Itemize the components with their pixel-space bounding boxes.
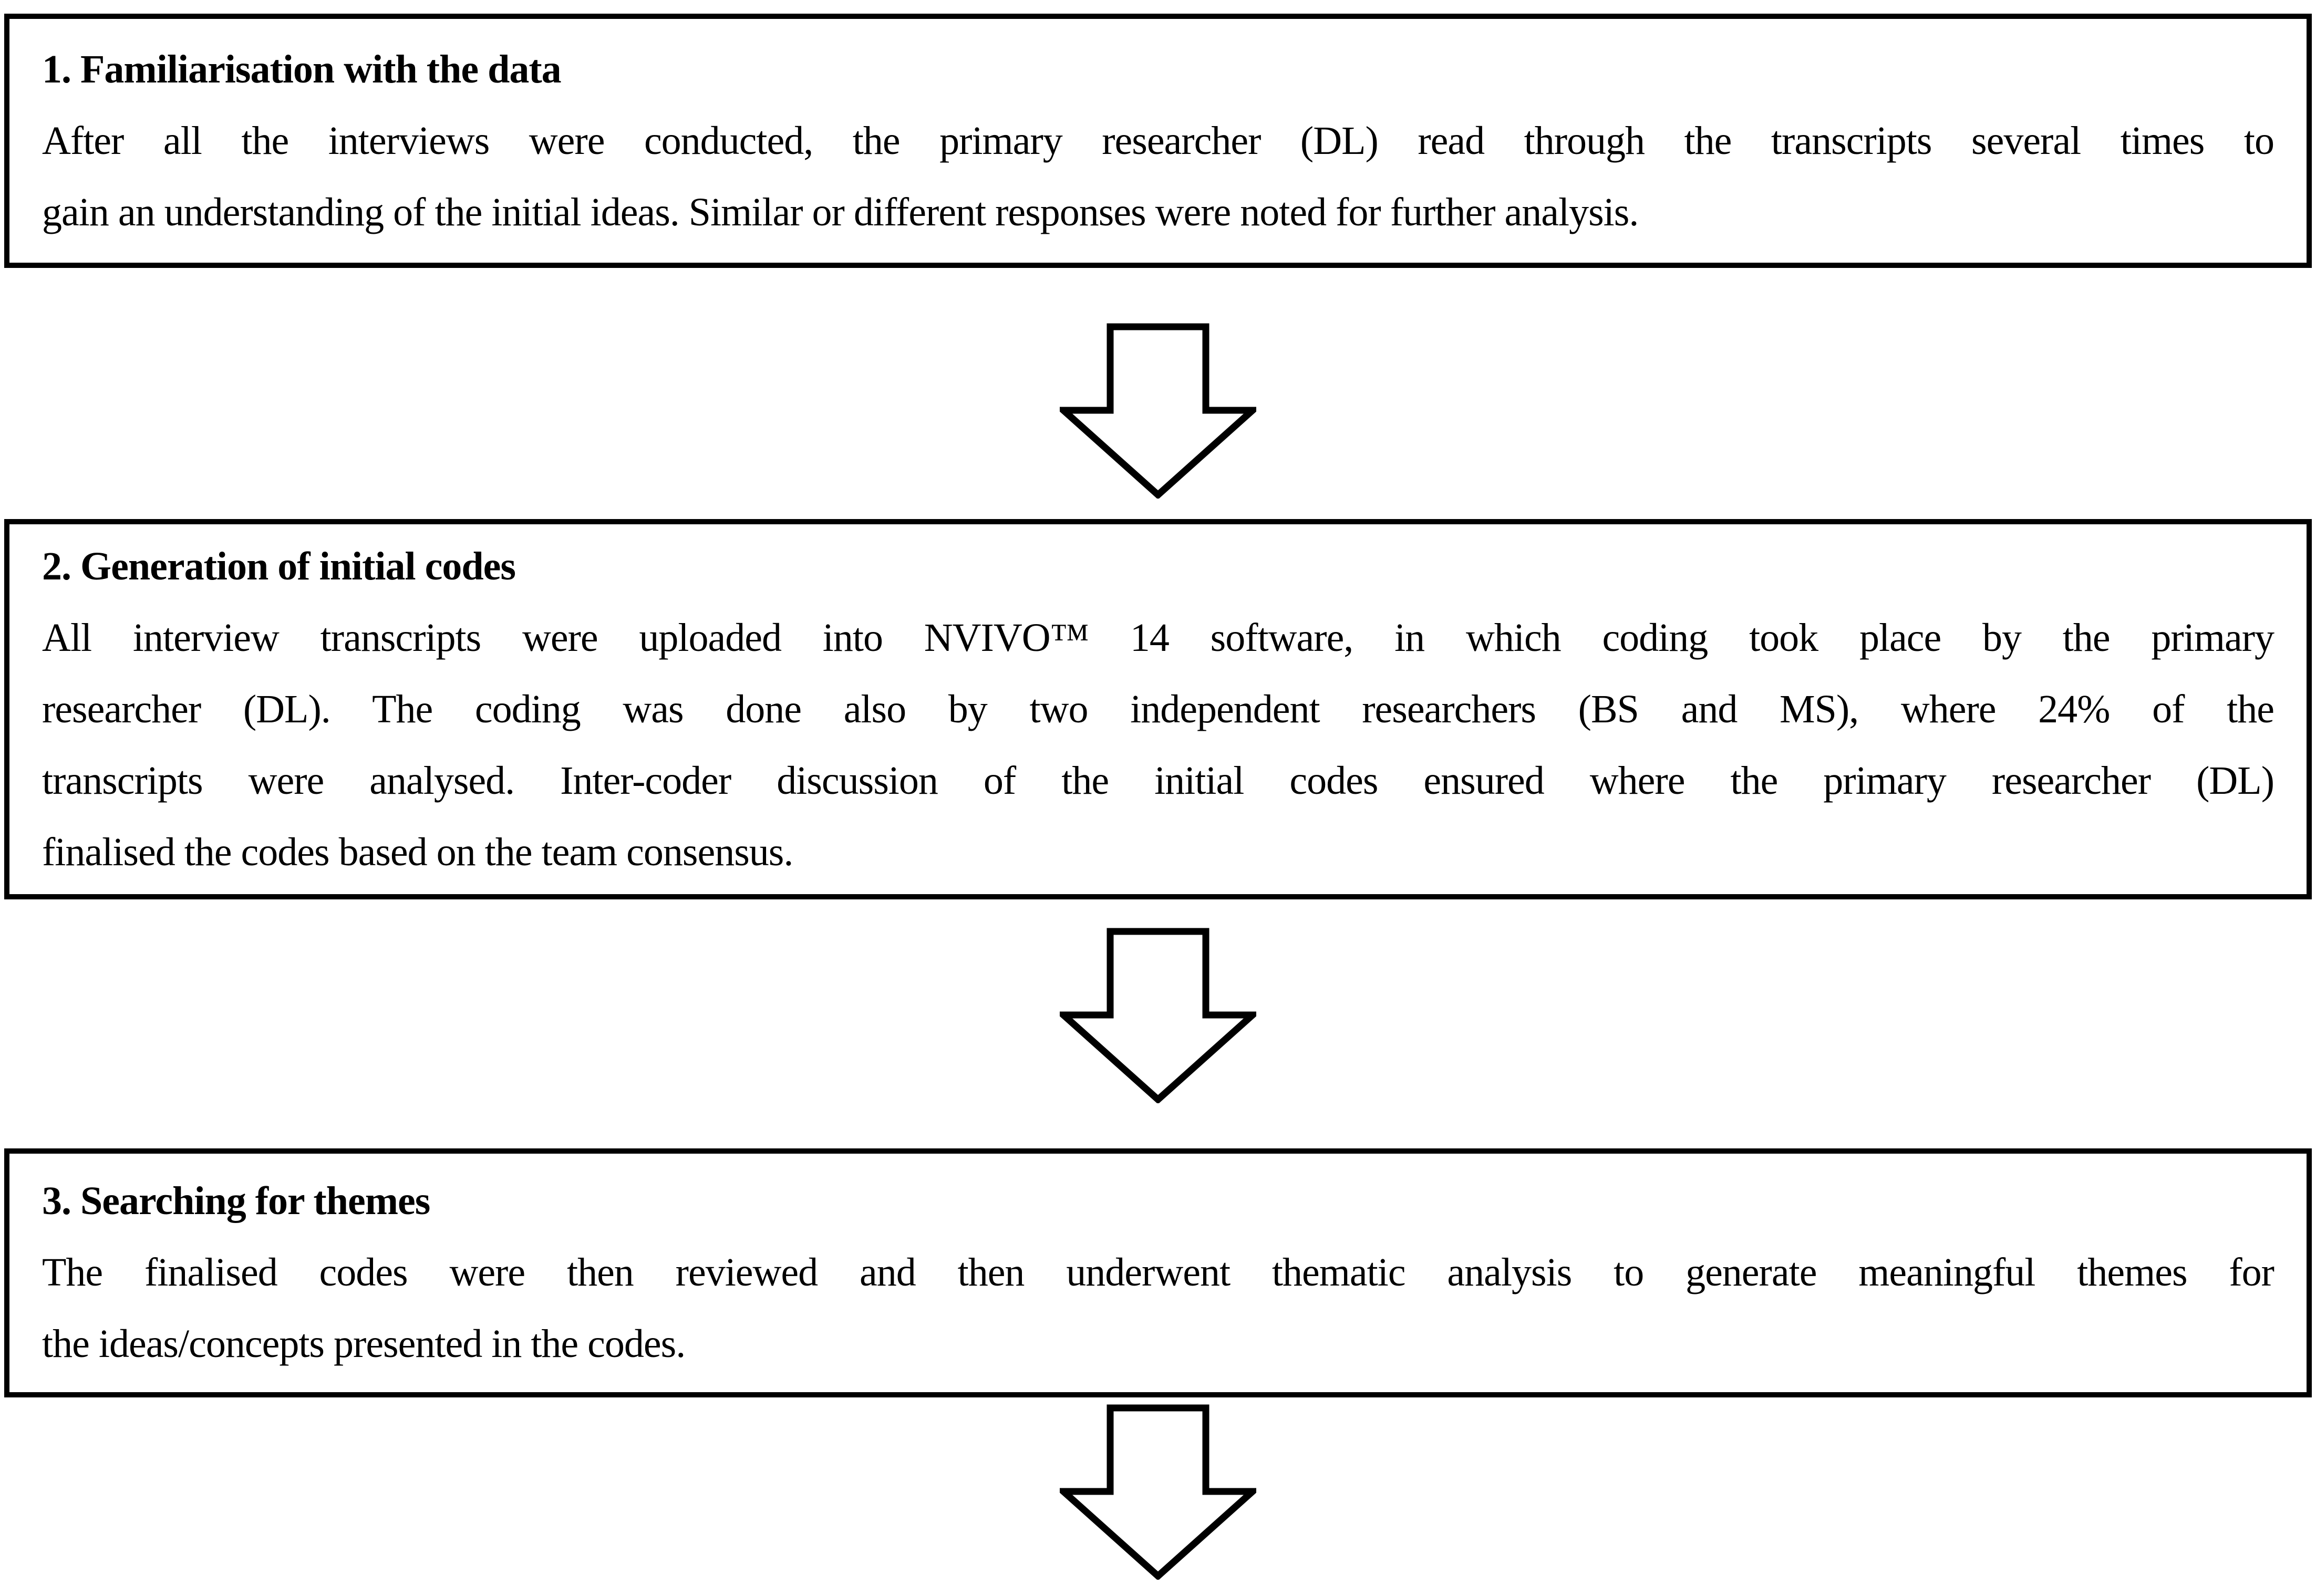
step-box-familiarisation: 1. Familiarisation with the data After a… [4, 14, 2312, 268]
step-title: 3. Searching for themes [42, 1179, 430, 1223]
down-arrow-icon [1060, 928, 1256, 1103]
step-body-line: gain an understanding of the initial ide… [42, 190, 1639, 234]
step-body-line: finalised the codes based on the team co… [42, 830, 793, 874]
step-body-line: researcher (DL). The coding was done als… [42, 687, 2274, 731]
step-box-initial-codes: 2. Generation of initial codes All inter… [4, 519, 2312, 899]
step-body-line: All interview transcripts were uploaded … [42, 616, 2274, 660]
down-arrow-icon [1060, 1404, 1256, 1580]
step-title: 2. Generation of initial codes [42, 544, 516, 588]
step-title: 1. Familiarisation with the data [42, 47, 562, 91]
step-body-line: The finalised codes were then reviewed a… [42, 1250, 2274, 1294]
step-body-line: transcripts were analysed. Inter-coder d… [42, 759, 2274, 803]
down-arrow-icon [1060, 323, 1256, 499]
step-box-searching-themes: 3. Searching for themes The finalised co… [4, 1148, 2312, 1397]
step-body-line: the ideas/concepts presented in the code… [42, 1322, 686, 1366]
step-body-line: After all the interviews were conducted,… [42, 119, 2274, 163]
